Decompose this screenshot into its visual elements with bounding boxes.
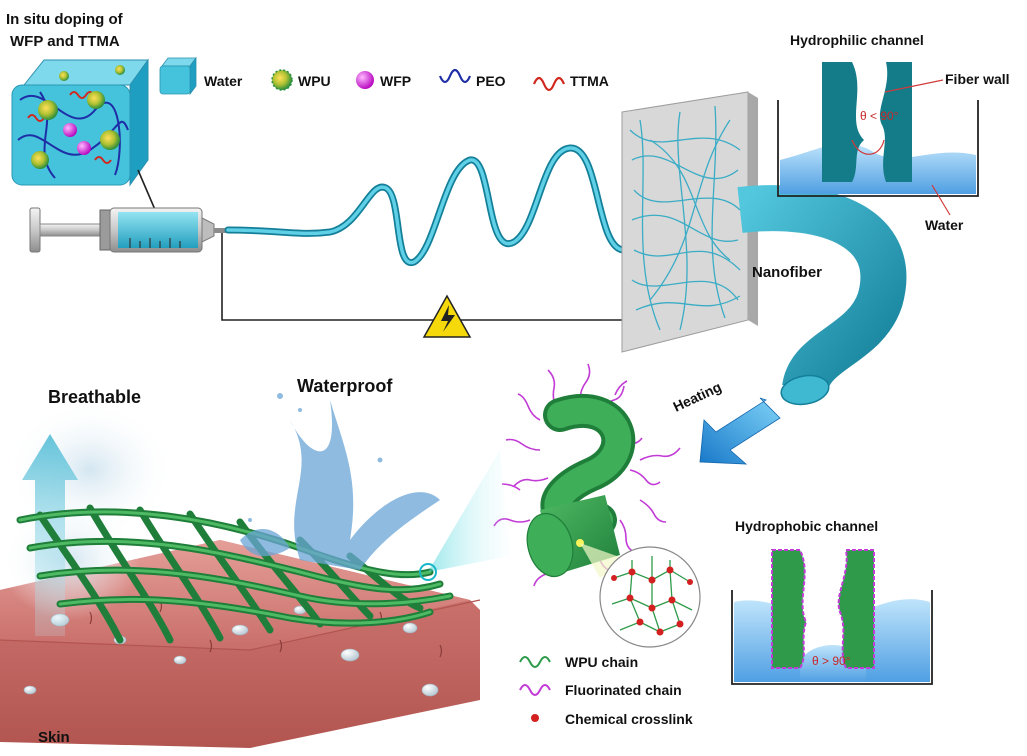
syringe <box>29 207 228 253</box>
legend-bottom: WPU chain Fluorinated chain Chemical cro… <box>519 654 693 727</box>
nanofiber-tube <box>737 185 907 406</box>
water-pointer <box>931 184 951 216</box>
wpu-particle-icon <box>271 69 293 91</box>
legend-ttma-label: TTMA <box>570 73 609 89</box>
legend-water-label: Water <box>204 73 243 89</box>
fiber-wall-pointer <box>884 79 944 93</box>
wfp-sphere-icon <box>356 71 374 89</box>
fluorinated-fiber <box>493 363 681 587</box>
breathable-label: Breathable <box>48 387 141 407</box>
high-voltage-icon <box>422 294 472 338</box>
water-label: Water <box>925 217 964 233</box>
waterproof-label: Waterproof <box>297 376 393 396</box>
legend-peo-label: PEO <box>476 73 506 89</box>
legend-wfp-label: WFP <box>380 73 411 89</box>
legend-top: Water WPU WFP PEO TTMA <box>159 56 609 96</box>
hydrophobic-angle-label: θ > 90° <box>812 654 851 668</box>
circuit-wire <box>137 169 691 321</box>
zoom-spotlight <box>419 450 510 581</box>
collector-plate <box>621 91 758 353</box>
hydrophobic-channel <box>731 549 933 685</box>
water-cube-icon <box>159 56 197 96</box>
water-splash <box>240 393 440 570</box>
peo-wave-icon <box>438 68 472 84</box>
legend-wpu-chain-label: WPU chain <box>565 654 638 670</box>
crosslink-zoom <box>580 543 701 648</box>
electrospinning-jet <box>224 138 670 266</box>
legend-wpu-label: WPU <box>298 73 331 89</box>
crosslink-dot-icon <box>531 714 539 722</box>
wpu-chain-icon <box>519 656 551 668</box>
heating-arrow-icon <box>699 397 781 465</box>
heating-label: Heating <box>671 379 724 415</box>
fluorinated-chain-icon <box>519 684 551 696</box>
hydrophilic-angle-label: θ < 90° <box>860 109 899 123</box>
doping-title-line2: WFP and TTMA <box>10 33 120 50</box>
legend-crosslink-label: Chemical crosslink <box>565 711 693 727</box>
ttma-wave-icon <box>532 76 566 92</box>
fiber-wall-label: Fiber wall <box>945 71 1010 87</box>
hydrophobic-title: Hydrophobic channel <box>735 518 878 534</box>
doping-title-line1: In situ doping of <box>6 11 124 28</box>
doping-solution-cube <box>11 58 149 187</box>
skin-label: Skin <box>38 729 70 746</box>
hydrophilic-title: Hydrophilic channel <box>790 32 924 48</box>
legend-fluorinated-chain-label: Fluorinated chain <box>565 682 682 698</box>
nanofiber-label: Nanofiber <box>752 264 822 281</box>
